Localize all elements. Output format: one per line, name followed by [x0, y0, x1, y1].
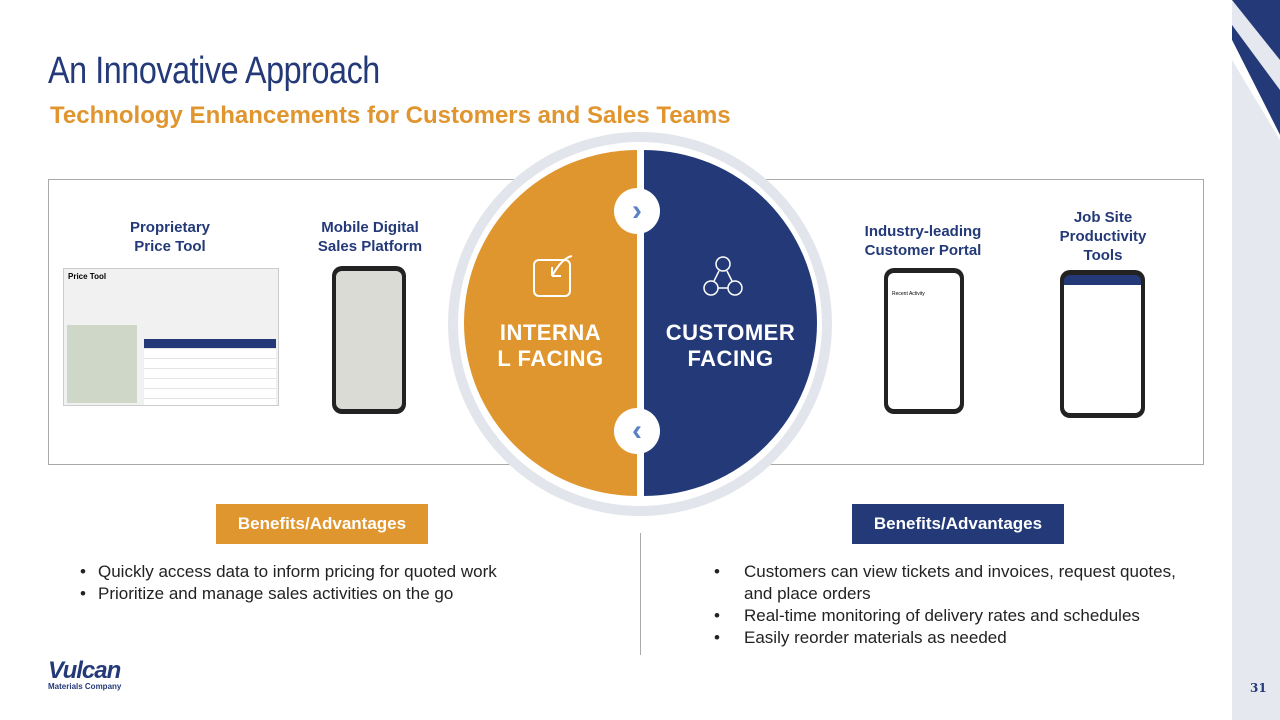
tool-label-customer-portal: Industry-leading Customer Portal: [864, 223, 982, 259]
tool-label-job-site: Job Site Productivity Tools: [1059, 209, 1147, 264]
people-network-icon: [703, 256, 743, 296]
right-benefits-header: Benefits/Advantages: [852, 504, 1064, 544]
tool-label-mobile-sales: Mobile Digital Sales Platform: [317, 219, 423, 255]
list-item: Easily reorder materials as needed: [714, 627, 1194, 649]
right-benefits-list: Customers can view tickets and invoices,…: [714, 561, 1194, 649]
vulcan-logo: Vulcan Materials Company: [48, 657, 122, 692]
divider: [640, 533, 641, 655]
chevron-left-icon: ‹: [614, 408, 660, 454]
page-subtitle: Technology Enhancements for Customers an…: [50, 102, 731, 129]
list-item: Prioritize and manage sales activities o…: [80, 583, 600, 605]
page-title: An Innovative Approach: [48, 50, 380, 92]
list-item: Real-time monitoring of delivery rates a…: [714, 605, 1194, 627]
price-tool-screen-title: Price Tool: [68, 272, 107, 281]
list-item: Customers can view tickets and invoices,…: [714, 561, 1194, 605]
table-thumbnail: [144, 339, 276, 405]
left-benefits-list: Quickly access data to inform pricing fo…: [80, 561, 600, 605]
arrow-into-box-icon: [533, 255, 573, 297]
mobile-sales-phone: [332, 266, 406, 414]
left-benefits-header: Benefits/Advantages: [216, 504, 428, 544]
list-item: Quickly access data to inform pricing fo…: [80, 561, 600, 583]
customer-portal-phone: Recent Activity: [884, 268, 964, 414]
map-thumbnail: [67, 325, 137, 403]
price-tool-screenshot: Price Tool: [63, 268, 279, 406]
corner-decoration: [1232, 0, 1280, 140]
page-number: 31: [1250, 681, 1267, 695]
chevron-right-icon: ›: [614, 188, 660, 234]
job-site-phone: [1060, 270, 1145, 418]
tool-label-price-tool: Proprietary Price Tool: [129, 219, 211, 255]
